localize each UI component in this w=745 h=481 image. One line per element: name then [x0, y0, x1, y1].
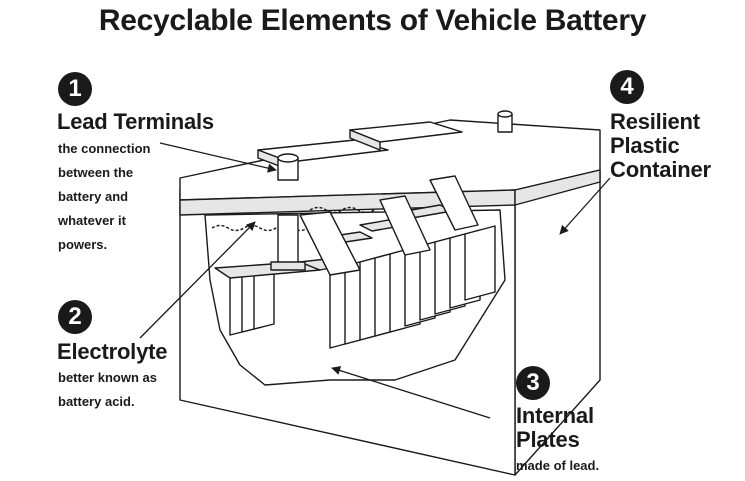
- label-1-description: the connection between the battery and w…: [58, 141, 151, 252]
- label-3-description: made of lead.: [516, 458, 600, 473]
- terminal-cap: [277, 153, 299, 163]
- callout-line-electrolyte: [139, 221, 256, 339]
- electrolyte-level-line-2: [309, 206, 375, 214]
- label-4-heading: Resilient Plastic Container: [610, 109, 711, 182]
- label-4-number-badge: 4: [610, 70, 644, 104]
- lid-side-edge: [514, 169, 601, 206]
- cell-divider-2: [379, 195, 431, 256]
- label-3-heading: Internal Plates: [516, 403, 594, 452]
- label-2-description: better known as battery acid.: [58, 370, 157, 409]
- lid-cell-cap-2-side: [349, 129, 381, 151]
- label-2-number-badge: 2: [58, 300, 92, 334]
- internal-plates: [229, 225, 496, 349]
- terminal-post: [277, 214, 299, 266]
- electrolyte-level-line: [211, 224, 309, 232]
- label-3-number-badge: 3: [516, 366, 550, 400]
- cell-divider-1: [299, 211, 361, 276]
- callout-line-plates: [331, 366, 491, 419]
- terminal-back-cap: [497, 110, 513, 118]
- cell-divider-3: [429, 175, 479, 231]
- terminal-base: [270, 261, 306, 271]
- label-1-heading: Lead Terminals: [57, 109, 214, 134]
- callout-line-container: [559, 177, 611, 235]
- page-title: Recyclable Elements of Vehicle Battery: [98, 4, 647, 37]
- label-1-number-badge: 1: [58, 72, 92, 106]
- callout-line-terminals: [159, 142, 277, 173]
- label-2-heading: Electrolyte: [57, 339, 168, 364]
